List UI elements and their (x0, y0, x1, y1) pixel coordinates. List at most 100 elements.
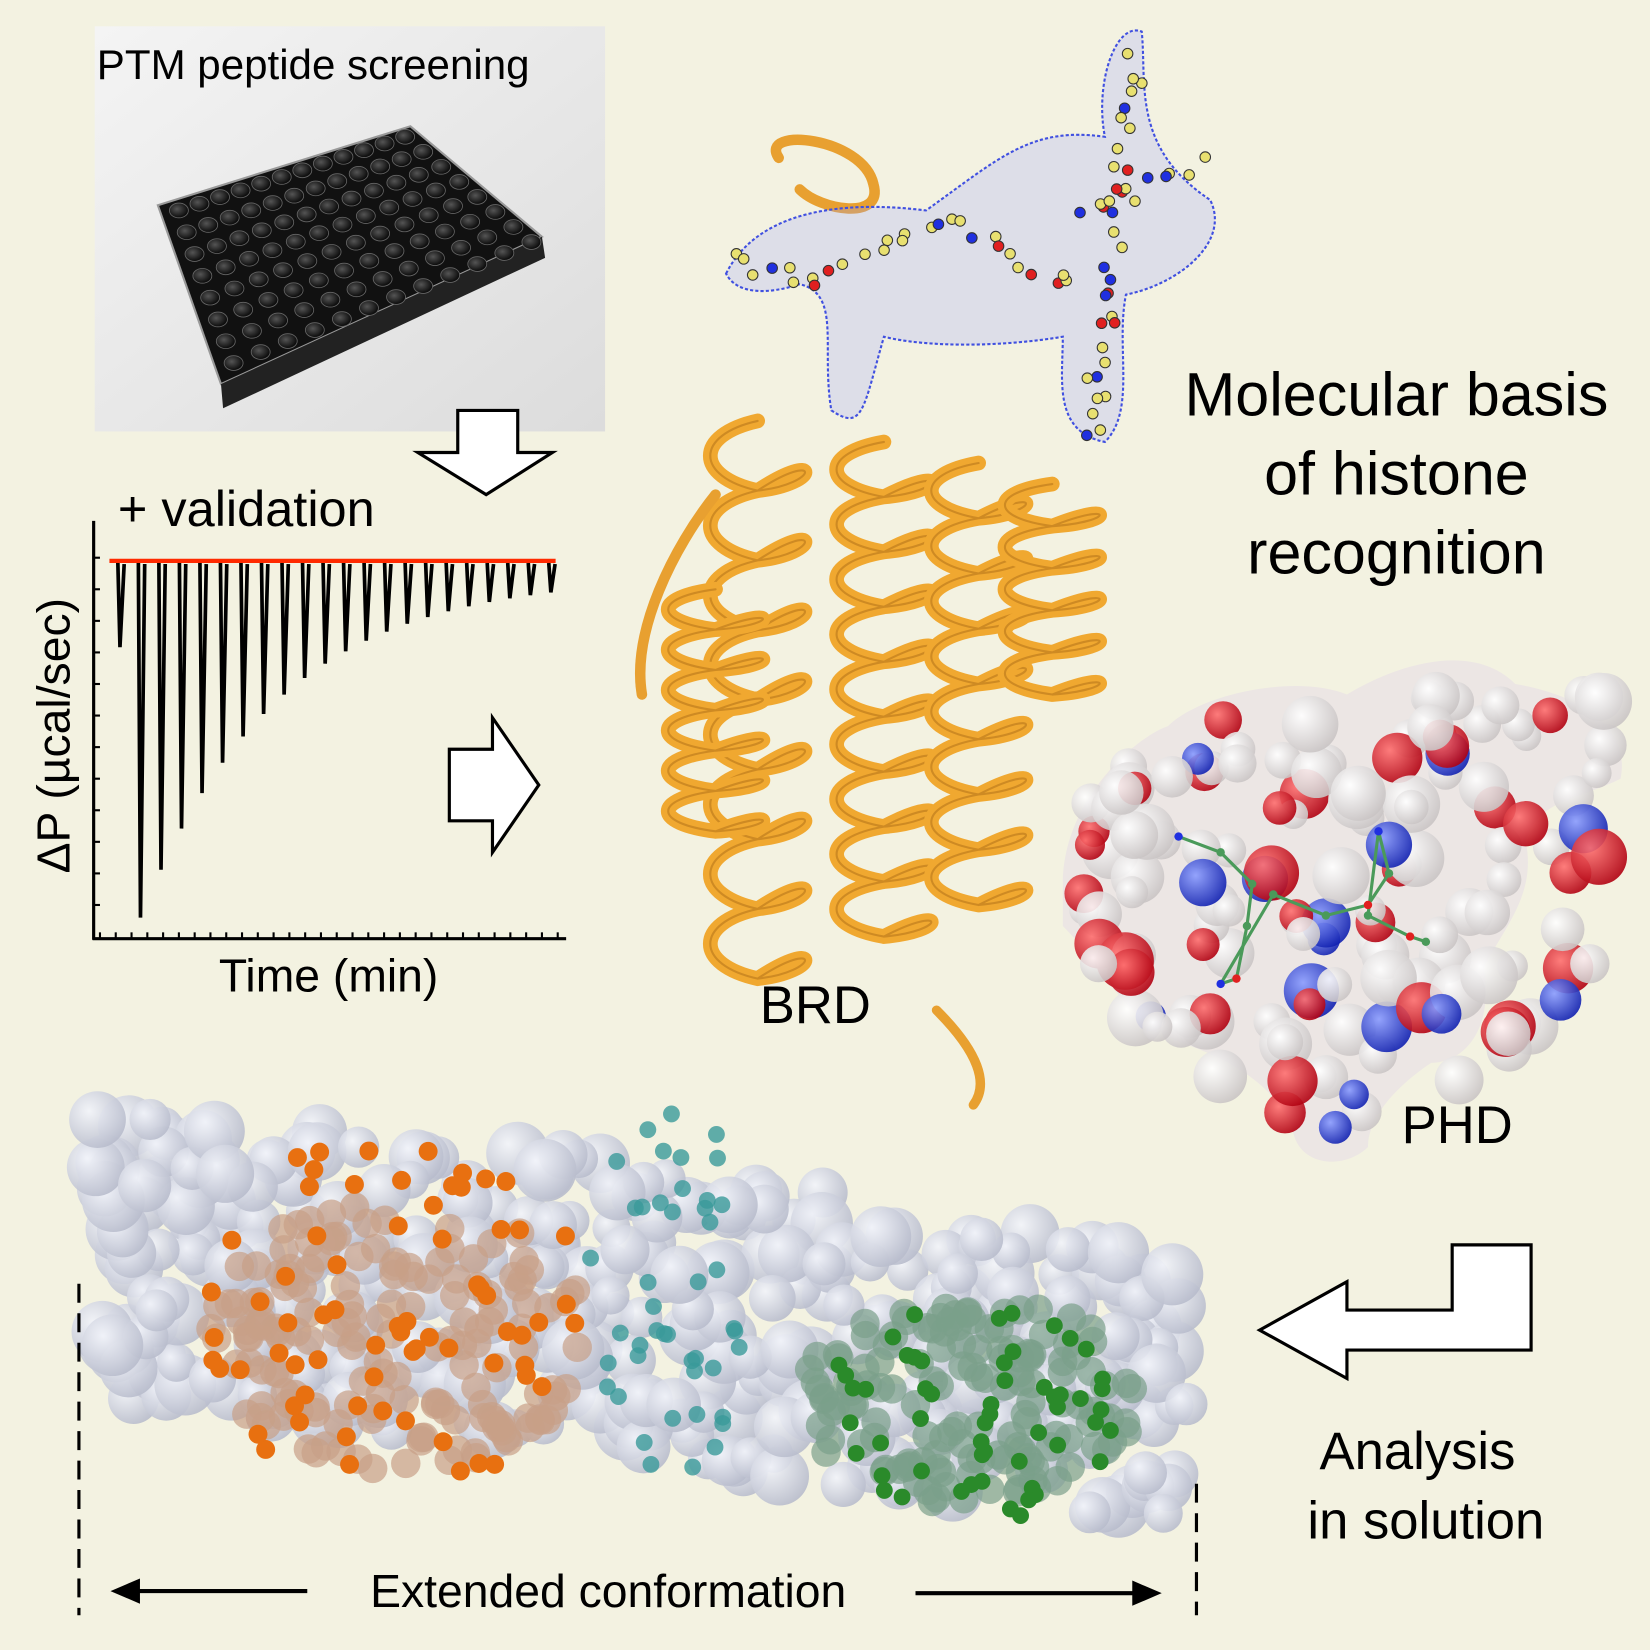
itc-injection-peak (546, 562, 557, 593)
teal-linker-residue (608, 1152, 626, 1170)
teal-linker-residue (708, 1126, 725, 1143)
orange-domain-residue (314, 1305, 334, 1325)
peptide-atom (1104, 273, 1117, 286)
orange-domain-residue (327, 1255, 347, 1275)
plate-well (413, 144, 434, 160)
itc-injection-peak (198, 562, 209, 794)
orange-domain-surface (458, 1244, 489, 1274)
plate-well (333, 149, 354, 165)
teal-linker-residue (708, 1261, 726, 1279)
orange-domain-residue (204, 1327, 224, 1347)
brd-label: BRD (760, 976, 871, 1035)
peptide-atom (1099, 289, 1112, 302)
orange-domain-residue (451, 1177, 471, 1197)
alpha-helix (829, 434, 939, 944)
teal-linker-residue (610, 1388, 627, 1405)
teal-linker-residue (663, 1105, 680, 1123)
plate-well (345, 234, 366, 251)
orange-domain-residue (201, 1282, 221, 1302)
itc-injection-peak (423, 562, 434, 618)
plate-well (239, 250, 259, 267)
orange-domain-surface (293, 1434, 324, 1464)
dimension-line (77, 1283, 1199, 1616)
peptide-atom (1121, 164, 1134, 176)
surface-atom (1323, 1003, 1376, 1056)
itc-injection-peak (382, 562, 393, 632)
ligand-atom (1405, 932, 1415, 941)
itc-injection-peak (321, 562, 332, 664)
green-domain-residue (893, 1488, 911, 1506)
orange-domain-residue (529, 1312, 549, 1332)
teal-linker-residue (635, 1434, 653, 1451)
envelope-bead (937, 1253, 978, 1294)
left-arrowhead-icon (110, 1578, 140, 1604)
green-domain-residue (875, 1482, 893, 1499)
orange-domain-residue (256, 1439, 276, 1459)
plate-well (208, 311, 228, 328)
green-domain-residue (981, 1405, 999, 1423)
green-domain-residue (1020, 1491, 1038, 1509)
plate-well (521, 234, 542, 250)
green-domain-residue (973, 1446, 991, 1464)
surface-atom (1110, 811, 1159, 859)
plate-well (242, 323, 262, 339)
ligand-atom (1248, 879, 1257, 889)
ligand-atom (1216, 979, 1225, 989)
green-domain-surface (1076, 1314, 1106, 1344)
teal-linker-residue (706, 1438, 724, 1456)
peptide-atom (932, 218, 945, 231)
peptide-atom (1127, 72, 1140, 85)
ligand-atom (1321, 911, 1331, 920)
peptide-atom (989, 230, 1002, 243)
green-domain-residue (1030, 1424, 1047, 1441)
orange-domain-residue (364, 1367, 384, 1387)
teal-linker-residue (599, 1354, 617, 1372)
peptide-atom (1086, 407, 1099, 420)
plate-well (320, 291, 341, 308)
plate-well (200, 289, 221, 306)
peptide-atom (1094, 424, 1107, 436)
plate-well (312, 155, 333, 172)
orange-domain-residue (450, 1461, 470, 1481)
peptide-atom (1096, 341, 1109, 354)
orange-domain-residue (344, 1174, 364, 1194)
orange-domain-residue (497, 1322, 517, 1342)
envelope-bead (513, 1138, 577, 1202)
peptide-atom (1160, 170, 1172, 183)
orange-domain-residue (230, 1360, 250, 1380)
orange-domain-surface (462, 1328, 492, 1359)
right-arrowhead-icon (1132, 1580, 1162, 1606)
ligand-bond (1376, 830, 1391, 874)
orange-domain-surface (389, 1385, 419, 1415)
validation-label: + validation (118, 480, 375, 537)
green-domain-surface (946, 1329, 977, 1359)
plate-well (176, 224, 197, 241)
orange-domain-residue (359, 1141, 379, 1161)
orange-domain-residue (556, 1294, 576, 1314)
peptide-atom (1098, 261, 1110, 274)
itc-injection-peak (177, 562, 188, 829)
down-arrow-icon (412, 408, 558, 497)
green-domain-residue (1071, 1390, 1089, 1408)
plate-well (241, 202, 262, 219)
teal-linker-residue (664, 1409, 682, 1427)
orange-domain-residue (250, 1292, 270, 1312)
peptide-atom (808, 279, 821, 292)
orange-domain-residue (476, 1169, 496, 1189)
ligand-atom (1363, 900, 1373, 910)
envelope-bead (157, 1343, 196, 1382)
green-domain-residue (1092, 1401, 1110, 1419)
orange-domain-surface (499, 1261, 529, 1292)
envelope-bead (1141, 1243, 1204, 1306)
orange-domain-surface (214, 1289, 245, 1319)
surface-atom (1354, 894, 1386, 926)
surface-atom (1080, 945, 1118, 983)
peptide-atom (859, 248, 871, 261)
green-domain-residue (1091, 1453, 1109, 1471)
peptide-atom (992, 240, 1005, 252)
plate-well (258, 292, 279, 308)
envelope-bead (1087, 1222, 1150, 1284)
green-domain-residue (1045, 1317, 1063, 1335)
envelope-bead (850, 1206, 912, 1268)
orange-domain-residue (285, 1396, 304, 1416)
